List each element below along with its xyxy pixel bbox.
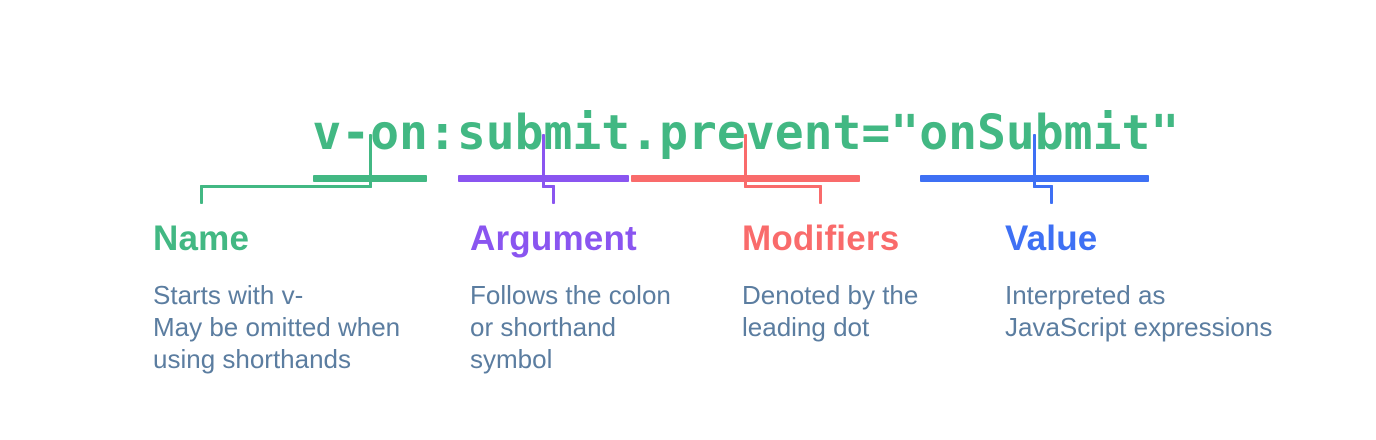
label-value: Value (1005, 219, 1098, 258)
name-connector-stem (368, 134, 372, 188)
description-line: leading dot (742, 312, 870, 342)
modifiers-connector-stem (744, 134, 748, 188)
label-column-argument: Argument Follows the colon or shorthand … (470, 218, 780, 375)
description-line: symbol (470, 344, 553, 374)
argument-connector-horizontal (542, 185, 555, 188)
description-line: May be omitted when (153, 312, 401, 342)
description-line: or shorthand (470, 312, 616, 342)
label-column-name: Name Starts with v- May be omitted when … (153, 218, 463, 375)
argument-connector-stem (542, 134, 545, 188)
argument-connector-tick (551, 185, 555, 204)
description-value: Interpreted as JavaScript expressions (1005, 279, 1315, 343)
code-token-equals-quote: =" (861, 105, 920, 161)
description-line: JavaScript expressions (1005, 312, 1273, 342)
label-column-modifiers: Modifiers Denoted by the leading dot (742, 218, 1052, 343)
description-modifiers: Denoted by the leading dot (742, 279, 1052, 343)
label-argument: Argument (470, 219, 637, 258)
label-column-value: Value Interpreted as JavaScript expressi… (1005, 218, 1315, 343)
modifiers-connector-tick (819, 185, 823, 204)
name-connector-horizontal (199, 185, 372, 188)
label-modifiers: Modifiers (742, 219, 900, 258)
code-token-colon: : (427, 105, 457, 161)
value-connector-tick (1049, 185, 1053, 204)
modifiers-connector-horizontal (744, 185, 823, 188)
code-line: v-on:submit.prevent="onSubmit" (0, 61, 1376, 205)
description-line: Starts with v- (153, 280, 304, 310)
description-line: Denoted by the (742, 280, 919, 310)
description-line: using shorthands (153, 344, 352, 374)
description-line: Interpreted as (1005, 280, 1166, 310)
name-connector-tick (199, 185, 203, 204)
description-argument: Follows the colon or shorthand symbol (470, 279, 780, 375)
value-connector-horizontal (1033, 185, 1053, 188)
description-line: Follows the colon (470, 280, 671, 310)
description-name: Starts with v- May be omitted when using… (153, 279, 463, 375)
label-name: Name (153, 219, 250, 258)
code-token-closing-quote: " (1150, 105, 1180, 161)
value-connector-stem (1033, 134, 1037, 188)
